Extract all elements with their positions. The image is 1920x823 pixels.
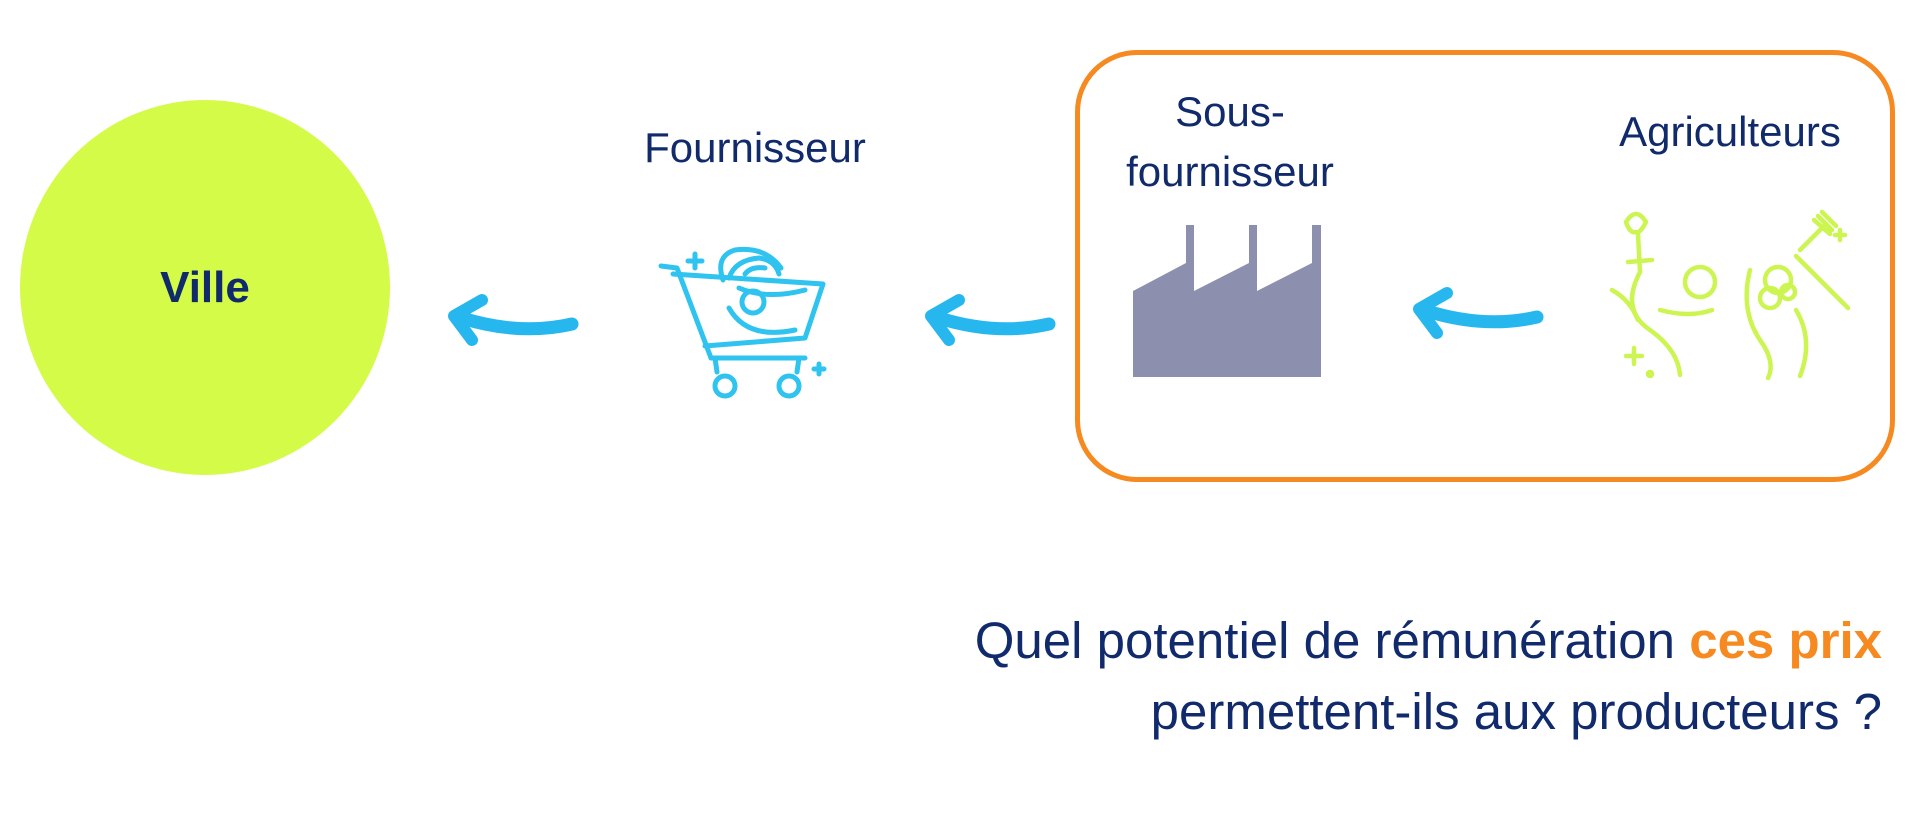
sous-fournisseur-label: Sous- fournisseur [1095,82,1365,202]
question-text: Quel potentiel de rémunération ces prix … [975,605,1882,747]
curved-arrow-left-icon [925,294,1056,346]
question-line1: Quel potentiel de rémunération ces prix [975,605,1882,676]
farmers-icon [1609,209,1851,381]
agriculteurs-label: Agriculteurs [1619,108,1841,155]
factory-icon [1133,225,1321,377]
ville-label: Ville [160,262,250,312]
curved-arrow-left-icon [1413,287,1544,339]
question-highlight: ces prix [1689,612,1882,669]
question-part1: Quel potentiel de rémunération [974,612,1690,669]
fournisseur-label: Fournisseur [644,124,866,171]
shopping-cart-icon [658,246,827,399]
curved-arrow-left-icon [448,294,579,346]
sous-fournisseur-label-line1: Sous- [1175,88,1285,135]
sous-fournisseur-label-line2: fournisseur [1126,148,1334,195]
ville-circle: Ville [20,100,390,475]
producer-frame [1075,50,1895,482]
question-line2: permettent-ils aux producteurs ? [1150,683,1882,740]
